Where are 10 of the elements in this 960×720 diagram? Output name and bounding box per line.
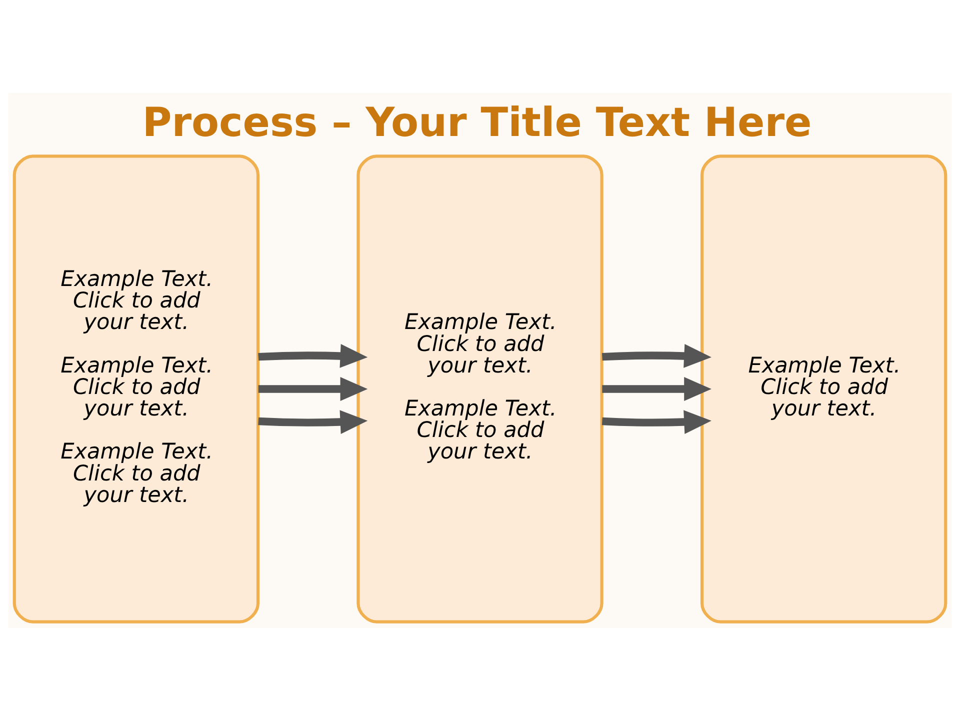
diagram-title: Process – Your Title Text Here (142, 99, 812, 146)
arrow (602, 344, 712, 368)
arrow (602, 410, 712, 434)
arrow (602, 376, 712, 400)
node-box: Example Text. Click to add your text. Example Text. Click to add your text. Example Text. Click to add your text. (12, 154, 260, 623)
node-box: Example Text. Click to add your text. Example Text. Click to add your text. (356, 154, 604, 623)
node-box: Example Text. Click to add your text. (700, 154, 948, 623)
arrow (258, 410, 368, 434)
arrow (258, 376, 368, 400)
arrow (258, 344, 368, 368)
